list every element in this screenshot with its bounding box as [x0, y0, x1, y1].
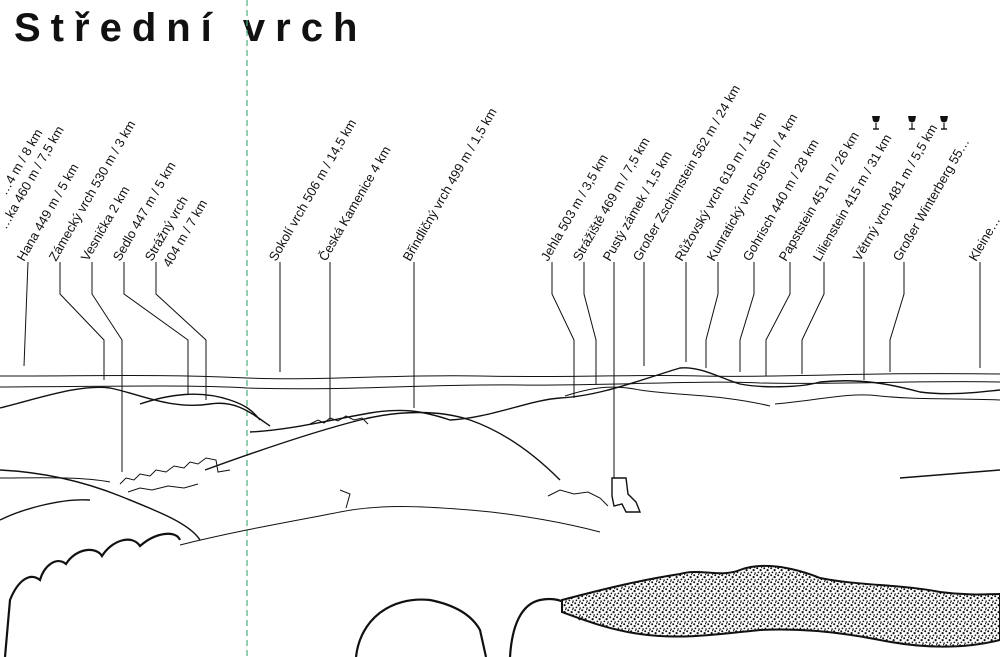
wine-glass-icon [907, 115, 917, 130]
rock-tower [611, 477, 642, 513]
horizon-line [0, 373, 1000, 380]
peak-label: Großer Winterberg 55… [890, 135, 973, 263]
wine-glass-icon [871, 115, 881, 130]
ridge-left [0, 386, 271, 427]
peak-label: Sokolí vrch 506 m / 14,5 km [266, 116, 360, 263]
leader-lines [23, 261, 981, 478]
peak-label: Břindličný vrch 499 m / 1,5 km [400, 105, 500, 263]
foreground-left [3, 532, 182, 657]
wine-glass-icon [939, 115, 949, 130]
peak-label: Kleine… [966, 213, 1000, 263]
ridge-center [249, 367, 1000, 433]
village-silhouette [119, 457, 231, 485]
hill-brindlicny [204, 411, 561, 481]
stippled-rock [561, 564, 1000, 648]
peak-labels: …4 m / 8 km …ka 460 m / 7,5 km Hana 449 … [0, 82, 1000, 269]
page-title: Střední vrch [14, 6, 368, 50]
